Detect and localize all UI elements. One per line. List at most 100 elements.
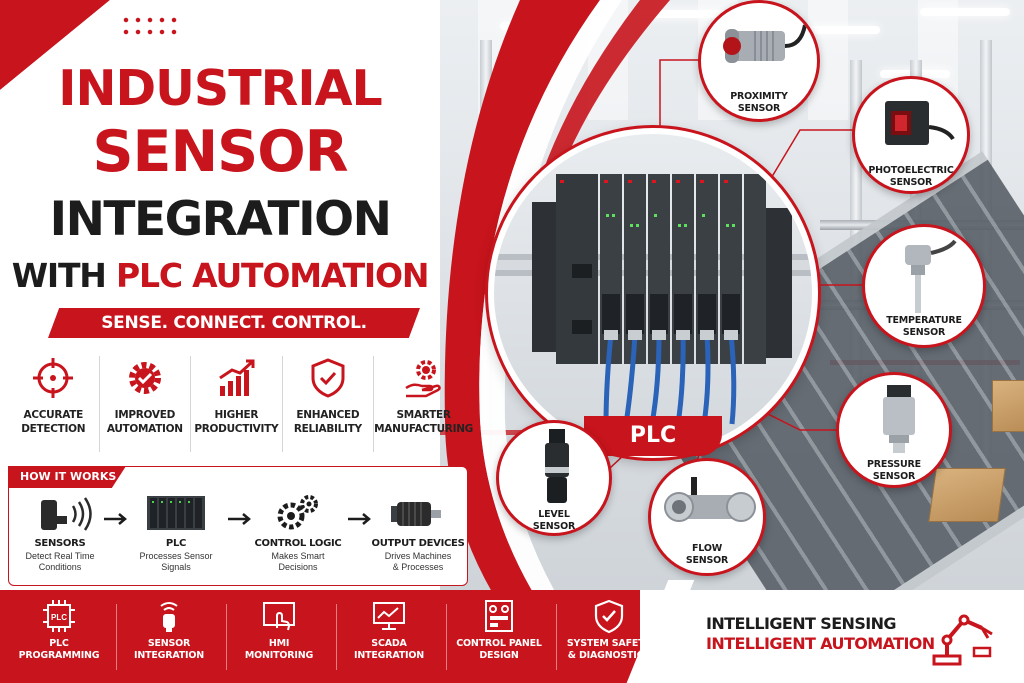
touch-screen-icon	[263, 602, 295, 631]
headline-line4: WITH PLC AUTOMATION	[0, 259, 440, 292]
service-label: SENSOR	[147, 638, 191, 649]
sensor-label: FLOW	[692, 543, 722, 554]
service-label: SYSTEM SAFETY	[566, 638, 652, 649]
headline-line4-prefix: WITH	[11, 256, 116, 295]
service-label: DESIGN	[479, 650, 519, 662]
sensor-label: SENSOR	[872, 470, 916, 482]
step-description: Makes Smart	[271, 551, 325, 561]
sensor-wifi-icon	[160, 602, 178, 632]
sensor-label: PRESSURE	[867, 459, 921, 470]
gears-icon	[277, 495, 318, 530]
target-icon	[33, 358, 74, 398]
step-title: OUTPUT DEVICES	[371, 538, 465, 549]
sensor-label: LEVEL	[538, 509, 570, 520]
cardboard-box	[992, 380, 1024, 432]
sensor-label: PHOTOELECTRIC	[868, 165, 954, 176]
benefit-label: IMPROVED	[114, 409, 176, 421]
headline-line4-highlight: PLC AUTOMATION	[116, 256, 429, 295]
dot-pattern	[120, 14, 182, 40]
arrow-right-icon	[228, 513, 251, 525]
service-divider	[556, 604, 557, 670]
sensor-label: SENSOR	[902, 326, 946, 338]
proximity-sensor-icon	[723, 24, 807, 63]
hand-gear-icon	[404, 360, 441, 398]
temperature-sensor-icon	[905, 239, 957, 313]
benefit-label: ACCURATE	[23, 409, 84, 421]
tagline-banner: SENSE. CONNECT. CONTROL. AUTOMATE.	[48, 308, 420, 338]
service-label: INTEGRATION	[353, 650, 425, 662]
benefit-item: IMPROVED AUTOMATION	[100, 356, 192, 452]
benefit-label: DETECTION	[21, 423, 86, 436]
service-label: & DIAGNOSTICS	[567, 650, 651, 662]
step-title: CONTROL LOGIC	[254, 538, 342, 549]
sensor-signal-icon	[41, 497, 92, 531]
plc-rack-icon	[147, 496, 205, 530]
plc-image-circle	[488, 128, 818, 458]
service-divider	[116, 604, 117, 670]
level-sensor-icon	[545, 429, 569, 503]
flow-sensor-icon	[664, 477, 756, 522]
service-divider	[226, 604, 227, 670]
pressure-sensor-icon	[883, 385, 915, 453]
service-divider	[336, 604, 337, 670]
benefit-label: HIGHER	[214, 409, 259, 421]
benefits-row: ACCURATE DETECTION IMPROVED AUTOMATION HIG…	[8, 356, 473, 452]
monitor-chart-icon	[373, 602, 405, 630]
footer-tagline-panel	[640, 590, 1024, 683]
how-step-output-devices: OUTPUT DEVICES Drives Machines& Processe…	[368, 490, 468, 574]
step-description: & Processes	[392, 562, 444, 573]
service-label: MONITORING	[244, 650, 314, 662]
benefit-label: PRODUCTIVITY	[194, 423, 279, 436]
sensor-label: PROXIMITY	[730, 91, 788, 102]
headline-line1: INDUSTRIAL	[58, 60, 383, 117]
plc-label-banner: PLC	[584, 416, 722, 456]
service-system-safety: SYSTEM SAFETY& DIAGNOSTICS	[554, 598, 664, 663]
arrow-right-icon	[104, 513, 127, 525]
benefit-label: AUTOMATION	[106, 423, 183, 436]
service-label: PROGRAMMING	[18, 650, 100, 662]
service-label: INTEGRATION	[133, 650, 205, 662]
photoelectric-sensor-icon	[885, 101, 955, 145]
footer-line1: INTELLIGENT SENSING	[706, 614, 897, 633]
sensor-label: SENSOR	[532, 520, 576, 532]
sensor-label: SENSOR	[737, 102, 781, 114]
shield-check-icon	[311, 358, 345, 398]
services-bar	[0, 590, 672, 683]
svg-text:PLC: PLC	[51, 613, 67, 622]
benefit-label: ENHANCED	[296, 409, 360, 421]
growth-chart-icon	[219, 359, 255, 396]
benefit-label: MANUFACTURING	[374, 423, 474, 436]
benefit-label: RELIABILITY	[293, 423, 362, 436]
safety-shield-icon	[594, 599, 624, 634]
service-label: CONTROL PANEL	[456, 638, 542, 649]
robot-arm-icon	[932, 614, 993, 666]
sensor-label: SENSOR	[685, 554, 729, 566]
control-panel-icon	[485, 600, 513, 632]
step-title: PLC	[165, 538, 187, 549]
service-label: PLC	[49, 638, 69, 649]
step-description: Decisions	[278, 562, 318, 573]
headline-line3: INTEGRATION	[49, 192, 392, 247]
service-label: HMI	[268, 638, 290, 649]
headline-line2: SENSOR	[92, 119, 348, 185]
benefit-item: ACCURATE DETECTION	[8, 356, 100, 452]
arrow-right-icon	[348, 513, 371, 525]
step-description: Processes Sensor	[139, 551, 213, 561]
service-label: SCADA	[371, 638, 407, 649]
step-description: Detect Real Time	[25, 551, 95, 561]
